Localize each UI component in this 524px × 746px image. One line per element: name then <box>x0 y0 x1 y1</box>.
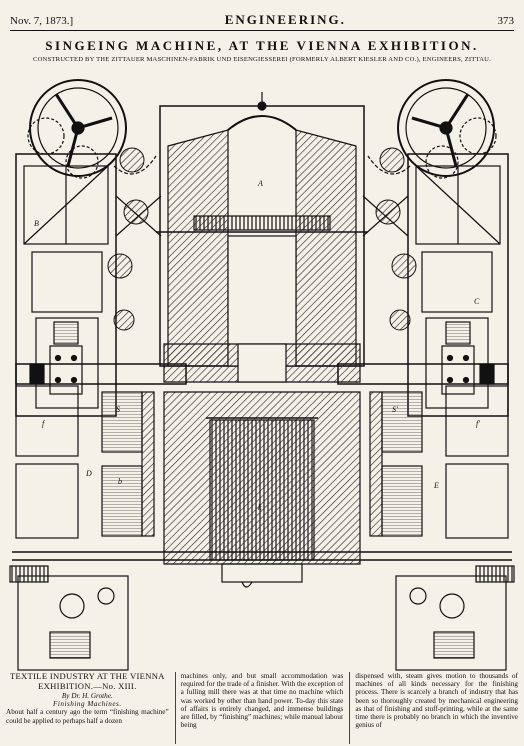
figure-subtitle: CONSTRUCTED BY THE ZITTAUER MASCHINEN-FA… <box>33 56 491 63</box>
article-columns: TEXTILE INDUSTRY AT THE VIENNA EXHIBITIO… <box>6 672 518 744</box>
label-f: f <box>42 419 46 428</box>
label-d: D <box>85 469 92 478</box>
page-number: 373 <box>497 15 514 27</box>
article-paragraph-3: dispensed with, steam gives motion to th… <box>355 672 519 730</box>
article-column-1: TEXTILE INDUSTRY AT THE VIENNA EXHIBITIO… <box>6 672 169 744</box>
label-s: S <box>116 405 120 414</box>
label-f-prime: f' <box>476 419 480 428</box>
journal-name: ENGINEERING. <box>224 12 346 27</box>
left-side-elevation <box>15 79 162 417</box>
label-b-lower: b <box>118 477 122 486</box>
right-side-elevation <box>362 79 509 417</box>
plan-view <box>9 343 515 671</box>
article-paragraph-1: About half a century ago the term “finis… <box>6 708 169 725</box>
label-s-prime: S' <box>392 405 398 414</box>
article-column-3: dispensed with, steam gives motion to th… <box>349 672 518 744</box>
label-a: A <box>257 179 263 188</box>
article-title: TEXTILE INDUSTRY AT THE VIENNA EXHIBITIO… <box>9 672 165 691</box>
article-column-2: machines only, and but small accommodati… <box>174 672 344 744</box>
label-c: C <box>474 297 480 306</box>
label-k: k <box>258 503 262 512</box>
article-paragraph-2: machines only, and but small accommodati… <box>180 672 344 730</box>
issue-date: Nov. 7, 1873.] <box>10 15 74 27</box>
article-byline: By Dr. H. Grothe. <box>61 692 113 700</box>
running-header: Nov. 7, 1873.] ENGINEERING. 373 <box>10 12 514 28</box>
right-brush-rollers <box>375 147 417 331</box>
left-brush-rollers <box>107 147 149 331</box>
singeing-machine-engraving: A B C D E f f <box>9 79 515 671</box>
central-section-elevation <box>156 92 368 367</box>
figure-title: SINGEING MACHINE, AT THE VIENNA EXHIBITI… <box>45 38 479 53</box>
header-rule <box>10 30 514 31</box>
article-section-heading: Finishing Machines. <box>53 700 122 709</box>
label-b: B <box>34 219 39 228</box>
label-e: E <box>433 481 439 490</box>
